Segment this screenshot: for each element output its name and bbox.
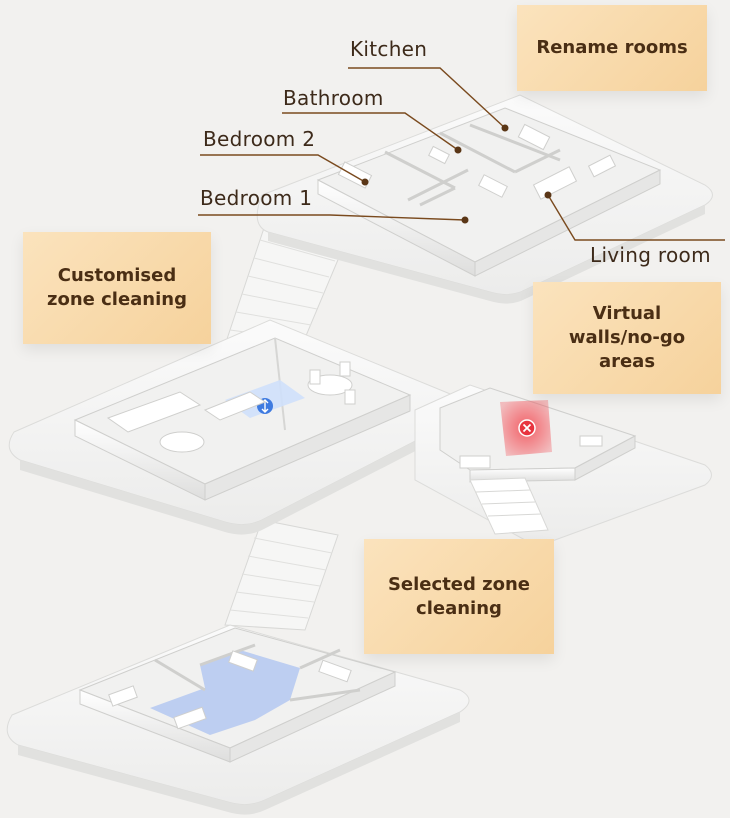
room-label-kitchen: Kitchen bbox=[350, 37, 428, 61]
callout-selected-zone-cleaning: Selected zone cleaning bbox=[364, 539, 554, 654]
room-label-bedroom-1: Bedroom 1 bbox=[200, 186, 313, 210]
platform-bottom bbox=[6, 624, 470, 815]
platform-middle bbox=[8, 319, 470, 535]
leader-lines bbox=[198, 67, 725, 241]
callout-virtual-walls: Virtual walls/no-go areas bbox=[533, 282, 721, 394]
room-label-living-room: Living room bbox=[590, 243, 711, 267]
room-label-bedroom-2: Bedroom 2 bbox=[203, 127, 316, 151]
platform-top bbox=[256, 94, 713, 304]
callout-rename-rooms: Rename rooms bbox=[517, 5, 707, 91]
platform-right bbox=[414, 384, 712, 544]
room-label-bathroom: Bathroom bbox=[283, 86, 384, 110]
staircase-lower bbox=[224, 519, 339, 631]
callout-customised-zone-cleaning: Customised zone cleaning bbox=[23, 232, 211, 344]
leader-dots bbox=[361, 124, 552, 224]
